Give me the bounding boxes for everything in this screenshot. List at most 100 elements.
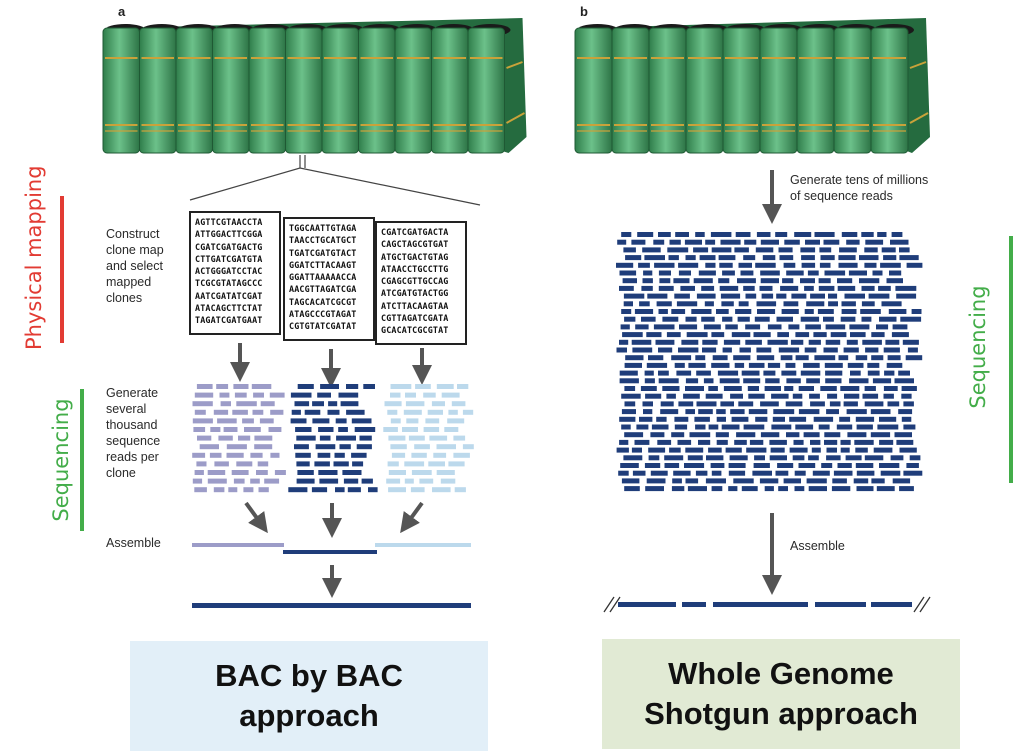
sequence-read	[640, 386, 657, 391]
sequence-read	[351, 418, 372, 424]
sequence-read	[792, 455, 805, 461]
sequence-read	[879, 416, 897, 422]
sequence-read	[651, 424, 669, 430]
sequence-read	[705, 239, 716, 245]
sequence-read	[876, 486, 895, 492]
sequence-read	[784, 386, 794, 391]
sequence-read	[662, 316, 679, 322]
sequence-read	[254, 444, 273, 450]
sequence-read	[662, 386, 680, 391]
sequence-read	[805, 239, 820, 245]
sequence-read	[194, 409, 206, 415]
sequence-read	[840, 447, 850, 453]
sequence-read	[780, 355, 793, 361]
sequence-read	[782, 278, 794, 284]
construct-clone-map-label: Construct clone map and select mapped cl…	[106, 227, 164, 305]
sequence-read	[196, 461, 207, 467]
sequence-read	[317, 392, 331, 398]
sequence-read	[813, 332, 827, 338]
sequence-read	[318, 470, 338, 475]
sequence-read	[259, 418, 274, 424]
sequence-read	[867, 362, 880, 368]
sequence-read	[783, 301, 799, 307]
sequence-read	[678, 262, 699, 268]
sequence-read	[192, 418, 213, 424]
sequence-read	[706, 455, 724, 461]
sequence-read	[800, 316, 820, 322]
sequence-read	[745, 293, 757, 299]
sequence-read	[841, 309, 857, 314]
diagonal-arrow-icon	[244, 501, 268, 534]
sequence-read	[723, 339, 741, 345]
sequence-read	[771, 393, 789, 399]
shelf-band	[909, 61, 927, 69]
book-spine	[685, 27, 724, 154]
sequence-read	[864, 386, 876, 391]
sequence-read	[658, 309, 668, 314]
sequence-read	[621, 309, 632, 314]
sequence-read	[368, 487, 378, 493]
sequence-read	[838, 262, 858, 268]
sequence-read	[423, 427, 440, 432]
sequence-read	[783, 262, 796, 268]
sequence-read	[243, 487, 254, 493]
sequence-read	[634, 439, 650, 445]
sequence-read	[288, 487, 308, 493]
sequence-read	[760, 270, 780, 276]
sequence-read	[864, 455, 884, 461]
sequence-read	[256, 470, 268, 475]
sequence-read	[214, 461, 229, 467]
sequence-read	[767, 339, 788, 345]
shelf-band	[506, 61, 523, 69]
sequence-read	[390, 418, 401, 424]
sequence-read	[748, 393, 765, 399]
sequence-line: CGATCGATGACTG	[195, 241, 263, 252]
sequence-read	[806, 478, 827, 484]
sequence-read	[791, 293, 807, 299]
sequence-read	[749, 439, 764, 445]
sequence-read	[658, 347, 673, 353]
sequence-read	[779, 255, 794, 261]
book-spine	[722, 27, 761, 154]
sequence-read	[786, 270, 804, 276]
sequence-read	[800, 247, 816, 253]
panel-a-letter: a	[118, 4, 126, 19]
sequence-read	[677, 439, 692, 445]
sequence-read	[679, 324, 698, 330]
sequence-read	[754, 316, 770, 322]
sequence-read	[861, 301, 875, 307]
sequence-read	[641, 285, 653, 291]
sequence-read	[735, 309, 752, 314]
sequence-read	[868, 293, 890, 299]
sequence-read	[296, 435, 316, 441]
sequence-read	[752, 470, 772, 476]
sequence-read	[703, 378, 714, 384]
sequence-read	[719, 378, 740, 384]
sequence-read	[840, 439, 851, 445]
sequence-read	[826, 447, 837, 453]
sequence-read	[722, 347, 732, 353]
sequence-read	[334, 452, 345, 458]
sequence-read	[775, 470, 789, 476]
sequence-line: AACGTTAGATCGA	[289, 284, 357, 295]
sequence-line: ATAGCCCGTAGAT	[289, 309, 357, 320]
sequence-read	[619, 439, 629, 445]
clone-card-2: TGGCAATTGTAGA TAACCTGCATGCT TGATCGATGTAC…	[283, 217, 375, 341]
sequence-read	[315, 444, 336, 450]
sequence-read	[645, 393, 662, 399]
book-spine	[394, 27, 432, 154]
sequence-read	[734, 362, 745, 368]
sequence-read	[638, 262, 650, 268]
sequence-read	[823, 347, 838, 353]
sequence-read	[798, 463, 816, 468]
sequence-read	[886, 362, 903, 368]
sequence-read	[411, 470, 432, 475]
sequence-read	[808, 339, 821, 345]
sequence-read	[405, 401, 425, 407]
sequence-read	[295, 427, 312, 432]
book-spine	[870, 27, 909, 154]
sequence-read	[829, 401, 841, 407]
sequence-read	[658, 232, 671, 237]
sequence-read	[623, 301, 633, 307]
sequence-read	[646, 332, 662, 338]
